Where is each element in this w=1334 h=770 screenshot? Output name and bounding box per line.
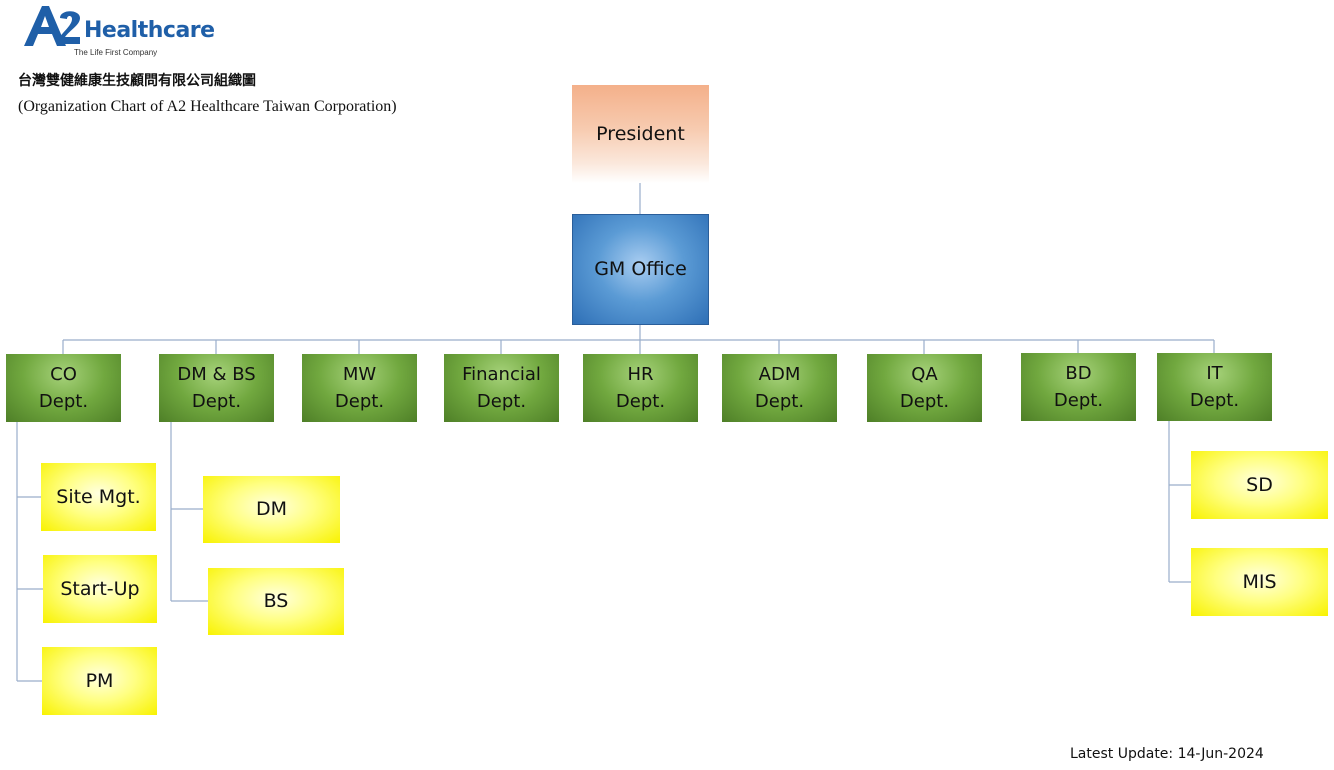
dept-adm: ADM Dept. [722,354,837,422]
chart-title-english: (Organization Chart of A2 Healthcare Tai… [18,98,397,115]
dept-hr: HR Dept. [583,354,698,422]
dept-co: CO Dept. [6,354,121,422]
dept-bd-suffix: Dept. [1053,390,1104,411]
chart-title-chinese: 台灣雙健維康生技顧問有限公司組織圖 [18,73,256,89]
a2-logo-mark-icon [24,6,80,46]
sub-dm-label: DM [255,498,288,521]
dept-financial: Financial Dept. [444,354,559,422]
sub-dm: DM [203,476,340,543]
dept-it-name: IT [1206,363,1223,384]
dept-financial-suffix: Dept. [476,391,527,412]
sub-pm-label: PM [85,669,114,692]
dept-mw: MW Dept. [302,354,417,422]
dept-qa: QA Dept. [867,354,982,422]
dept-dm-bs-name: DM & BS [177,364,256,385]
dept-mw-name: MW [342,364,377,385]
sub-bs: BS [208,568,344,635]
sub-start-up-label: Start-Up [60,577,140,600]
logo-wordmark: Healthcare [84,18,215,43]
dept-dm-bs: DM & BS Dept. [159,354,274,422]
dept-adm-name: ADM [758,364,801,385]
president-label: President [596,122,685,145]
latest-update-note: Latest Update: 14-Jun-2024 [1070,746,1264,762]
dept-it-suffix: Dept. [1189,390,1240,411]
dept-it: IT Dept. [1157,353,1272,421]
dept-bd: BD Dept. [1021,353,1136,421]
gm-office-label: GM Office [594,258,687,281]
sub-site-mgt: Site Mgt. [41,463,156,531]
sub-sd-label: SD [1246,473,1273,496]
sub-sd: SD [1191,451,1328,519]
sub-site-mgt-label: Site Mgt. [56,485,141,508]
dept-qa-suffix: Dept. [899,391,950,412]
president-box: President [572,85,709,183]
dept-financial-name: Financial [462,364,541,385]
company-logo: Healthcare The Life First Company [22,4,222,60]
sub-bs-label: BS [263,590,289,613]
dept-hr-name: HR [627,364,654,385]
dept-co-suffix: Dept. [38,391,89,412]
dept-hr-suffix: Dept. [615,391,666,412]
dept-bd-name: BD [1065,363,1092,384]
sub-mis: MIS [1191,548,1328,616]
sub-pm: PM [42,647,157,715]
dept-co-name: CO [50,364,77,385]
dept-adm-suffix: Dept. [754,391,805,412]
sub-start-up: Start-Up [43,555,157,623]
dept-qa-name: QA [911,364,938,385]
gm-office-box: GM Office [572,214,709,325]
dept-dm-bs-suffix: Dept. [191,391,242,412]
sub-mis-label: MIS [1242,570,1277,593]
logo-tagline: The Life First Company [74,48,158,57]
dept-mw-suffix: Dept. [334,391,385,412]
